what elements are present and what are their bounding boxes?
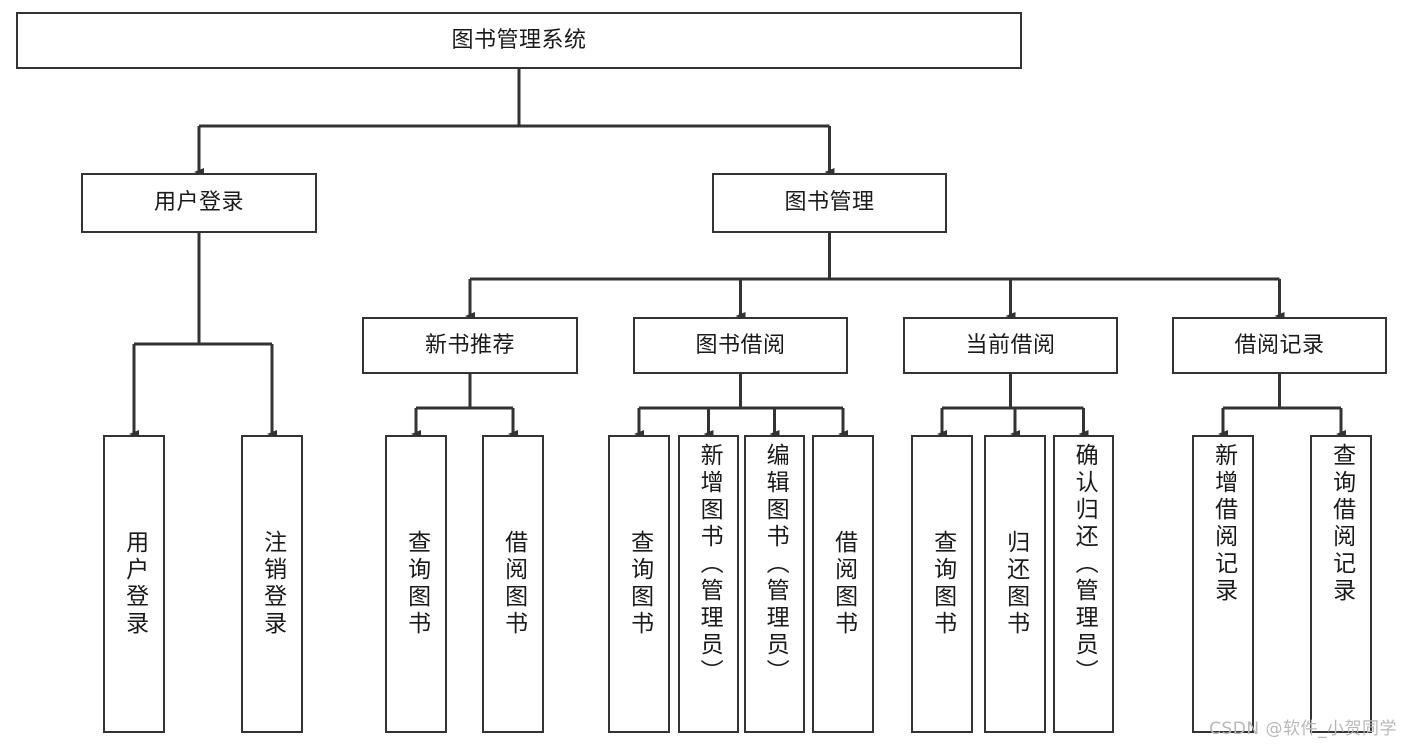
node-leaf-query-book-3[interactable]: 查询图书: [911, 435, 973, 733]
node-leaf-confirm-return[interactable]: 确认归还（管理员）: [1053, 435, 1114, 733]
node-leaf-edit-book[interactable]: 编辑图书（管理员）: [744, 435, 805, 733]
node-label: 图书借阅: [695, 332, 786, 358]
node-current-borrow[interactable]: 当前借阅: [903, 317, 1118, 374]
node-leaf-add-book[interactable]: 新增图书（管理员）: [678, 435, 739, 733]
node-leaf-query-record[interactable]: 查询借阅记录: [1310, 435, 1372, 733]
node-label: 用户登录: [121, 530, 148, 638]
node-leaf-borrow-book-1[interactable]: 借阅图书: [482, 435, 544, 733]
node-label: 编辑图书（管理员）: [762, 443, 789, 686]
node-leaf-add-record[interactable]: 新增借阅记录: [1192, 435, 1254, 733]
node-label: 新增借阅记录: [1210, 443, 1237, 605]
node-label: 确认归还（管理员）: [1071, 443, 1098, 686]
node-label: 借阅图书: [830, 530, 857, 638]
node-label: 查询图书: [929, 530, 956, 638]
node-label: 查询图书: [403, 530, 430, 638]
node-label: 图书管理: [784, 190, 875, 216]
node-leaf-borrow-book-2[interactable]: 借阅图书: [812, 435, 874, 733]
node-label: 借阅图书: [500, 530, 527, 638]
node-label: 借阅记录: [1234, 332, 1325, 358]
connector-group: [129, 69, 1346, 438]
node-label: 新书推荐: [424, 332, 515, 358]
node-leaf-return-book[interactable]: 归还图书: [984, 435, 1046, 733]
node-label: 查询图书: [626, 530, 653, 638]
node-user-login[interactable]: 用户登录: [81, 173, 317, 233]
node-label: 新增图书（管理员）: [696, 443, 723, 686]
node-label: 查询借阅记录: [1328, 443, 1355, 605]
node-new-book-rec[interactable]: 新书推荐: [362, 317, 578, 374]
watermark-text: CSDN @软件_小贺同学: [1209, 719, 1397, 739]
node-leaf-user-logout[interactable]: 注销登录: [241, 435, 303, 733]
node-leaf-query-book-2[interactable]: 查询图书: [608, 435, 670, 733]
node-label: 注销登录: [259, 530, 286, 638]
node-label: 归还图书: [1002, 530, 1029, 638]
node-leaf-user-login[interactable]: 用户登录: [103, 435, 165, 733]
node-leaf-query-book-1[interactable]: 查询图书: [385, 435, 447, 733]
node-book-borrow[interactable]: 图书借阅: [633, 317, 848, 374]
node-label: 用户登录: [153, 190, 244, 216]
node-book-manage[interactable]: 图书管理: [712, 173, 947, 233]
node-label: 当前借阅: [965, 332, 1056, 358]
node-borrow-record[interactable]: 借阅记录: [1172, 317, 1387, 374]
node-label: 图书管理系统: [451, 27, 587, 53]
node-root[interactable]: 图书管理系统: [16, 12, 1022, 69]
